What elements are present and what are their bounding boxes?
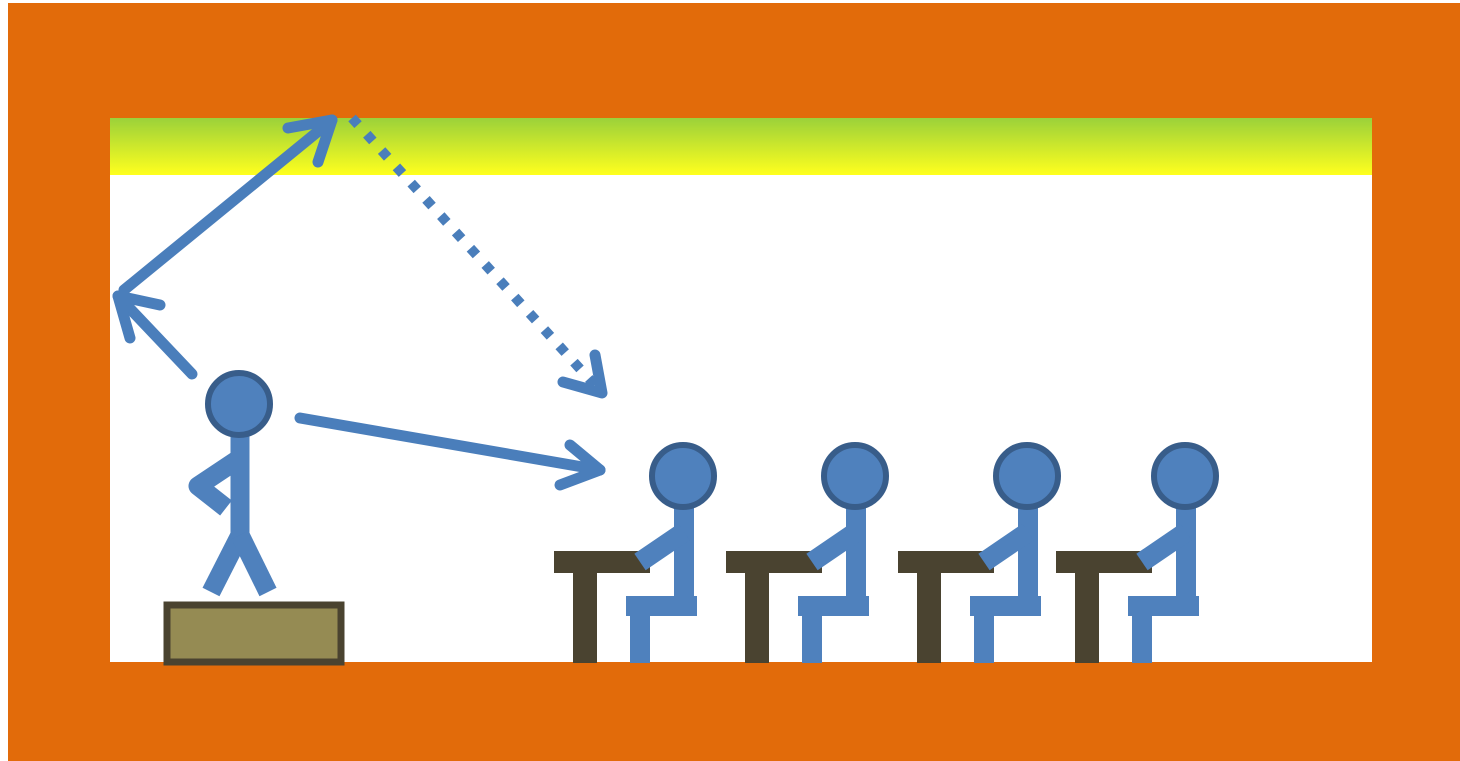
listeners-row bbox=[554, 442, 1219, 663]
listener-figure bbox=[970, 500, 1041, 663]
desk bbox=[554, 551, 650, 663]
speaker-platform bbox=[163, 601, 345, 666]
listener-head bbox=[1151, 442, 1219, 510]
listener-head bbox=[821, 442, 889, 510]
desk bbox=[1056, 551, 1152, 663]
listener-figure bbox=[1128, 500, 1199, 663]
listener-figure bbox=[626, 500, 697, 663]
sound-path-to-wall bbox=[112, 290, 198, 380]
sound-paths bbox=[112, 114, 608, 491]
listener-with-desk bbox=[726, 442, 889, 663]
speaker-figure bbox=[188, 370, 277, 597]
sound-path-ceiling-reflection bbox=[348, 114, 608, 399]
listener-head bbox=[649, 442, 717, 510]
speaker-head bbox=[205, 370, 273, 438]
sound-path-direct bbox=[294, 412, 606, 491]
sound-path-wall-to-ceiling bbox=[118, 114, 338, 296]
listener-head bbox=[993, 442, 1061, 510]
desk bbox=[726, 551, 822, 663]
listener-figure bbox=[798, 500, 869, 663]
listener-with-desk bbox=[898, 442, 1061, 663]
listener-with-desk bbox=[1056, 442, 1219, 663]
listener-with-desk bbox=[554, 442, 717, 663]
desk bbox=[898, 551, 994, 663]
